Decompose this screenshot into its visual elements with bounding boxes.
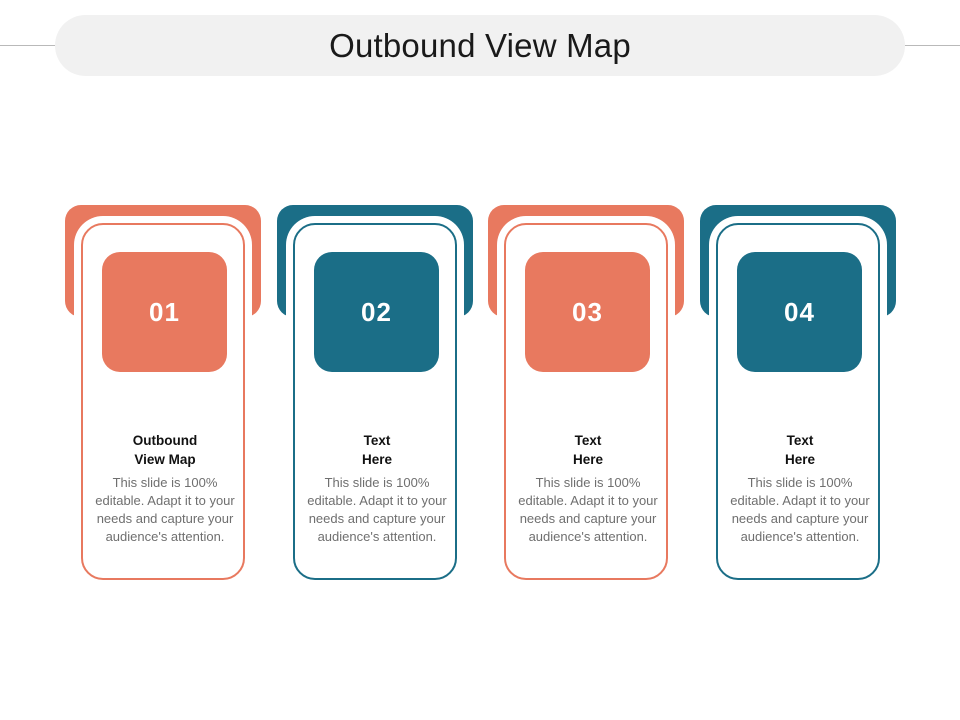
card-number-label: 04 [784, 296, 815, 327]
card-number-label: 01 [149, 296, 180, 327]
card-number-tile: 04 [737, 252, 862, 372]
card-heading: Text Here [361, 433, 393, 467]
card-heading: Text Here [572, 433, 604, 467]
card-description: This slide is 100% editable. Adapt it to… [307, 475, 447, 544]
card-number-label: 03 [572, 296, 603, 327]
card-number-tile: 01 [102, 252, 227, 372]
card-number-tile: 03 [525, 252, 650, 372]
card-heading: Outbound View Map [132, 433, 198, 467]
title-rule-left [0, 45, 58, 46]
card-number-label: 02 [361, 296, 392, 327]
card-description: This slide is 100% editable. Adapt it to… [730, 475, 870, 544]
page-title: Outbound View Map [329, 26, 631, 64]
card-number-tile: 02 [314, 252, 439, 372]
card-description: This slide is 100% editable. Adapt it to… [518, 475, 658, 544]
card-description: This slide is 100% editable. Adapt it to… [95, 475, 235, 544]
title-rule-right [902, 45, 960, 46]
slide-title-pill: Outbound View Map [55, 15, 905, 76]
card-heading: Text Here [784, 433, 816, 467]
